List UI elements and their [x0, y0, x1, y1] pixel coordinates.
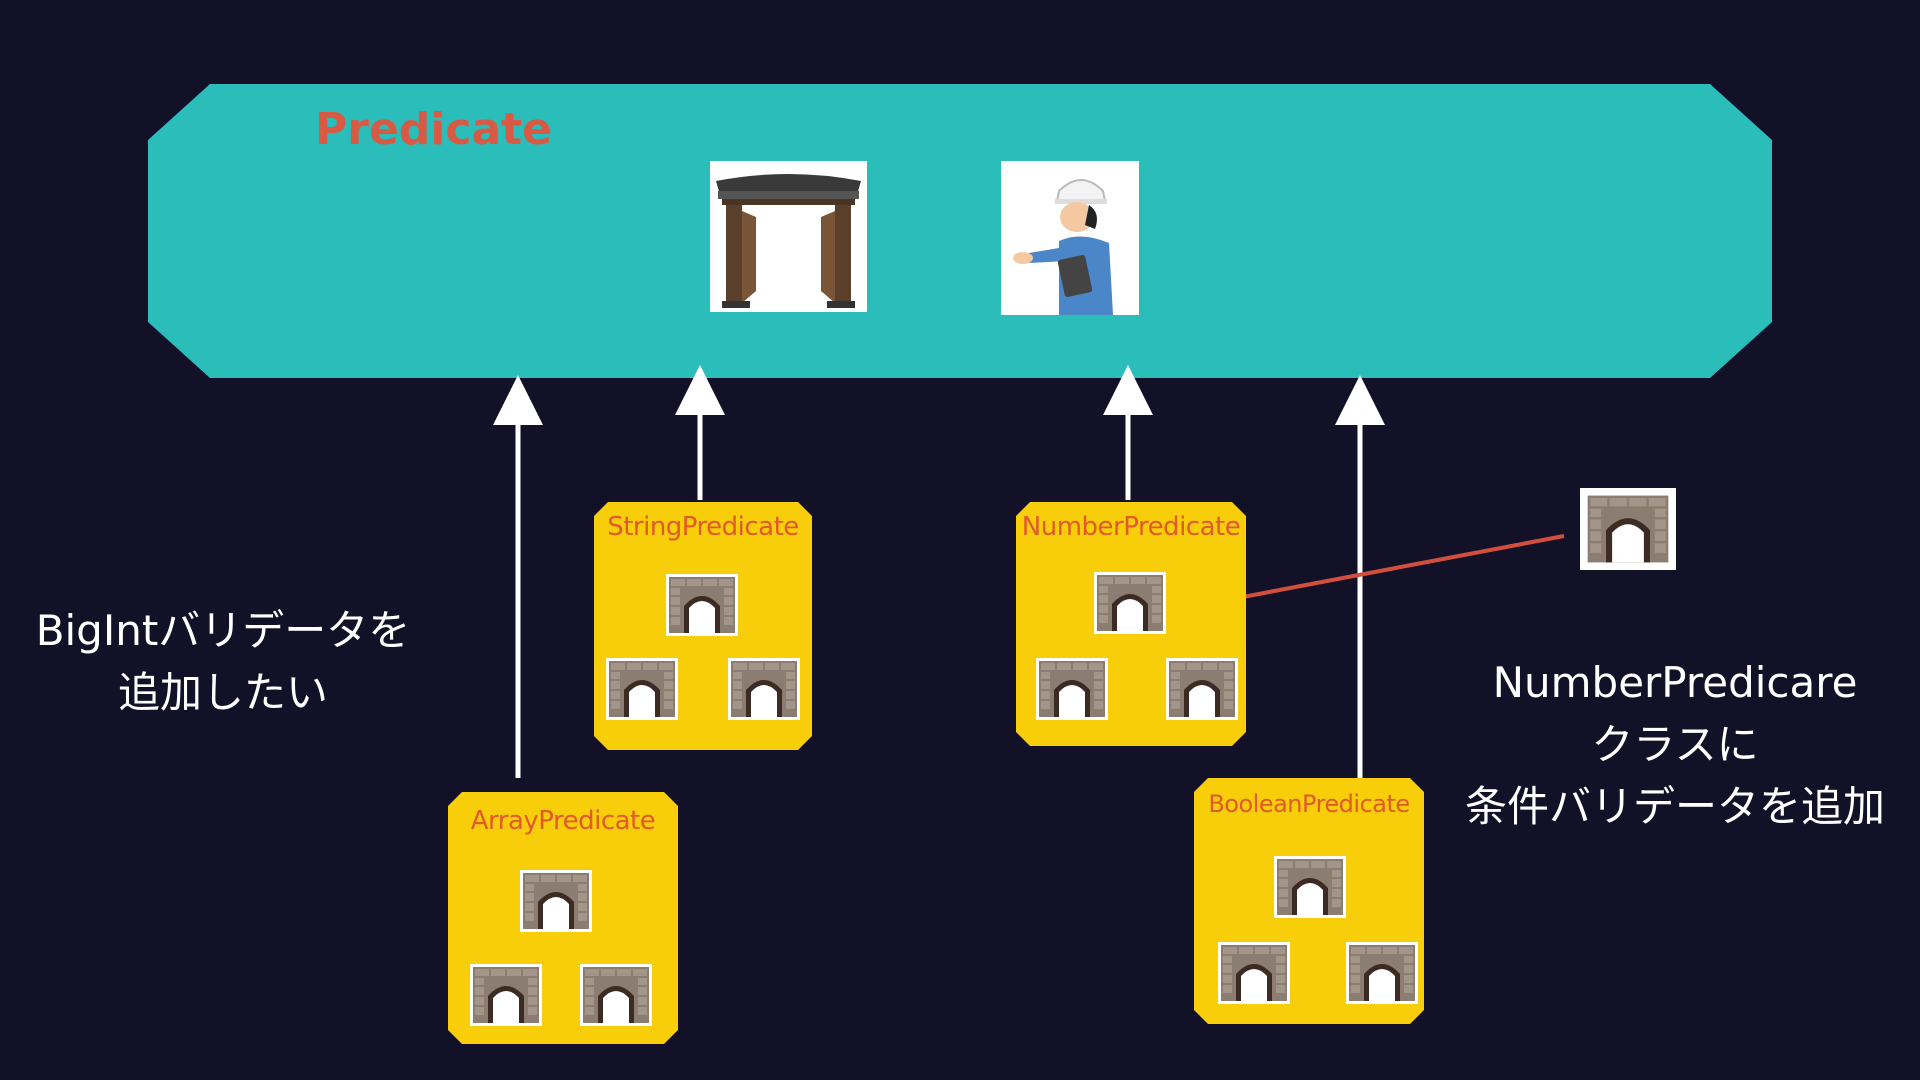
- right-note: NumberPredicare クラスに 条件バリデータを追加: [1440, 652, 1910, 838]
- gate-icon: [470, 964, 542, 1026]
- predicate-title: Predicate: [315, 104, 553, 155]
- left-note-line-1: BigIntバリデータを: [35, 606, 411, 655]
- new-validator-gate-icon: [1580, 488, 1676, 570]
- gate-icon: [1094, 572, 1166, 634]
- gate-icon: [1274, 856, 1346, 918]
- gate-icon: [1584, 492, 1672, 566]
- gate-icon: [580, 964, 652, 1026]
- subclass-label-string: StringPredicate: [607, 512, 799, 542]
- gate-icon: [520, 870, 592, 932]
- string-predicate-box: StringPredicate: [594, 502, 812, 750]
- boolean-predicate-box: BooleanPredicate: [1194, 778, 1424, 1024]
- subclass-label-number: NumberPredicate: [1021, 512, 1241, 542]
- subclass-label-boolean: BooleanPredicate: [1208, 790, 1410, 818]
- arrow-add-validator: [1186, 534, 1565, 620]
- array-predicate-box: ArrayPredicate: [448, 792, 678, 1044]
- inspector-worker-icon: [1001, 161, 1139, 315]
- predicate-base-panel: [148, 84, 1772, 378]
- gate-icon: [1346, 942, 1418, 1004]
- gate-icon: [1036, 658, 1108, 720]
- gate-icon: [1166, 658, 1238, 720]
- gate-icon: [728, 658, 800, 720]
- subclass-label-array: ArrayPredicate: [470, 806, 656, 836]
- gate-icon: [666, 574, 738, 636]
- gate-icon: [606, 658, 678, 720]
- right-note-line-1: NumberPredicare: [1492, 658, 1858, 707]
- number-predicate-box: NumberPredicate: [1016, 502, 1246, 746]
- gate-icon: [1218, 942, 1290, 1004]
- left-note-line-2: 追加したい: [117, 668, 328, 717]
- right-note-line-3: 条件バリデータを追加: [1464, 782, 1885, 831]
- left-note: BigIntバリデータを 追加したい: [18, 600, 428, 724]
- right-note-line-2: クラスに: [1591, 720, 1759, 769]
- gate-icon: [710, 161, 867, 312]
